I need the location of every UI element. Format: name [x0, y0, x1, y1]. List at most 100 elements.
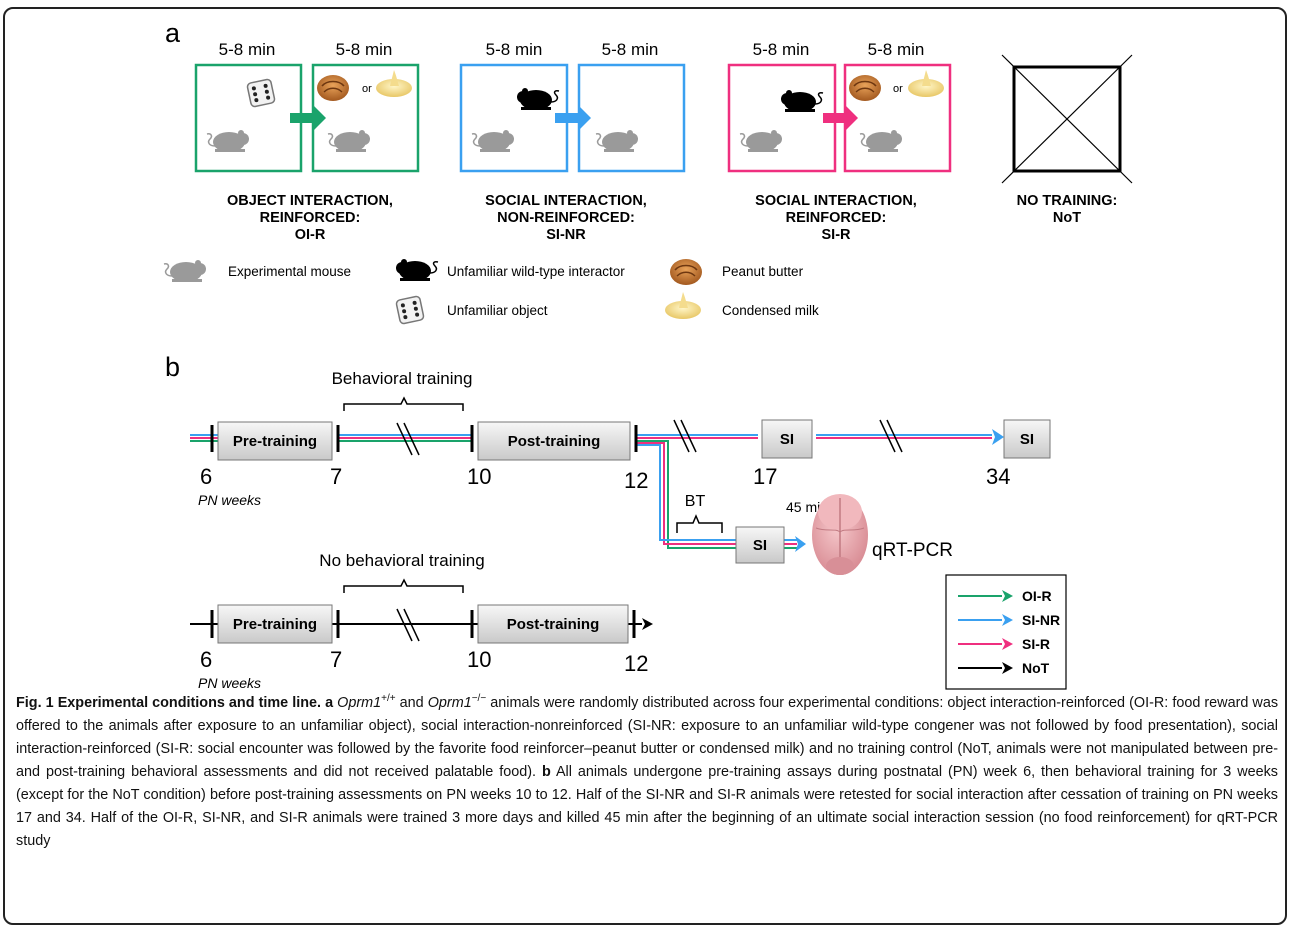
peanut-butter-icon: [848, 74, 882, 102]
peanut-butter-icon: [316, 74, 350, 102]
bt-label: BT: [685, 493, 706, 510]
legend-label: Unfamiliar object: [447, 303, 548, 318]
arena-box: [577, 63, 686, 173]
arrow-icon: [290, 106, 326, 130]
box-label: Post-training: [508, 433, 601, 450]
arena-box: [727, 63, 837, 173]
pn-weeks-label: PN weeks: [198, 675, 261, 690]
condition-title: NO TRAINING:: [1017, 193, 1118, 209]
arena-box: [459, 63, 569, 173]
week-label: 12: [624, 468, 648, 493]
legend-label: Condensed milk: [722, 303, 819, 318]
genotype-sup: +/+: [381, 693, 396, 705]
caption-panel-label: b: [541, 764, 551, 780]
figure-caption: Fig. 1 Experimental conditions and time …: [16, 692, 1278, 853]
break-marks: [396, 419, 903, 456]
condition-si-nr: 5-8 min 5-8 min SOCIAL INTERACTION, NON-…: [459, 40, 686, 243]
bracket-label: Behavioral training: [332, 369, 473, 388]
week-ticks: [210, 425, 638, 452]
object-icon: [246, 78, 276, 108]
condition-title: SOCIAL INTERACTION,: [485, 193, 647, 209]
or-label: or: [893, 83, 903, 95]
time-label: 5-8 min: [753, 40, 810, 59]
bt-bracket: [676, 514, 723, 533]
week-label: 12: [624, 651, 648, 676]
time-label: 45 min: [786, 499, 828, 515]
panel-b-label: b: [165, 352, 180, 382]
week-label: 6: [200, 647, 212, 672]
pre-training-box: Pre-training: [217, 421, 333, 461]
arrow-icon: [555, 106, 591, 130]
mouse-icon: [595, 129, 639, 153]
panel-b-legend: OI-R SI-NR SI-R NoT: [945, 574, 1067, 690]
si-box: SI: [1003, 419, 1051, 459]
week-label: 7: [330, 464, 342, 489]
condensed-milk-icon: [908, 70, 944, 97]
legend-label: NoT: [1022, 660, 1050, 676]
caption-title: Fig. 1 Experimental conditions and time …: [16, 695, 321, 711]
mouse-icon: [859, 129, 903, 153]
caption-text: and: [399, 695, 424, 711]
interactor-mouse-icon: [516, 87, 560, 111]
week-label: 6: [200, 464, 212, 489]
assay-label: qRT-PCR: [872, 540, 953, 561]
post-training-box: Post-training: [477, 421, 631, 461]
time-label: 5-8 min: [868, 40, 925, 59]
pre-training-box: Pre-training: [217, 604, 333, 644]
gene-name: Oprm1: [427, 695, 472, 711]
mouse-icon: [163, 259, 207, 283]
interactor-mouse-icon: [395, 258, 439, 282]
box-label: Pre-training: [233, 433, 317, 450]
time-label: 5-8 min: [219, 40, 276, 59]
time-label: 5-8 min: [336, 40, 393, 59]
time-label: 5-8 min: [486, 40, 543, 59]
condition-title: OI-R: [295, 227, 326, 243]
week-label: 10: [467, 647, 491, 672]
condition-not: NO TRAINING: NoT: [1001, 54, 1133, 226]
mouse-icon: [471, 129, 515, 153]
legend-label: SI-R: [1022, 636, 1050, 652]
condition-title: REINFORCED:: [260, 210, 361, 226]
arrow-icon: [823, 106, 858, 130]
peanut-butter-icon: [669, 258, 703, 286]
condition-oi-r: 5-8 min 5-8 min or OBJECT INTERACTION, R…: [194, 40, 420, 243]
condition-title: OBJECT INTERACTION,: [227, 193, 393, 209]
caption-panel-label: a: [325, 695, 334, 711]
caption-text: All animals undergone pre-training assay…: [16, 764, 1279, 849]
legend-label: Unfamiliar wild-type interactor: [447, 264, 625, 279]
mouse-icon: [206, 129, 250, 153]
figure-graphic: a 5-8 min 5-8 min or OBJECT INTERACTION,…: [163, 18, 1133, 690]
figure-frame: [3, 7, 1287, 925]
condition-title: REINFORCED:: [786, 210, 887, 226]
condition-title: NON-REINFORCED:: [497, 210, 635, 226]
interactor-mouse-icon: [780, 89, 824, 113]
week-label: 17: [753, 464, 777, 489]
bracket-label: No behavioral training: [319, 551, 484, 570]
genotype-sup: −/−: [471, 693, 487, 705]
bracket: [343, 396, 464, 411]
post-training-box: Post-training: [477, 604, 629, 644]
gene-name: Oprm1: [337, 695, 382, 711]
arrow-head: [992, 429, 1004, 445]
object-icon: [395, 295, 425, 325]
week-label: 10: [467, 464, 491, 489]
condition-title: NoT: [1053, 210, 1081, 226]
si-box: SI: [761, 419, 813, 459]
box-label: Post-training: [507, 616, 600, 633]
pn-weeks-label: PN weeks: [198, 492, 261, 508]
legend-label: SI-NR: [1022, 612, 1060, 628]
mouse-icon: [327, 129, 371, 153]
week-label: 7: [330, 647, 342, 672]
or-label: or: [362, 83, 372, 95]
mouse-icon: [739, 129, 783, 153]
week-labels: 6 7 10 12: [200, 647, 648, 676]
week-labels: 6 7 10 12 17 34: [200, 464, 1010, 493]
box-label: SI: [1020, 431, 1034, 448]
week-label: 34: [986, 464, 1010, 489]
si-box: SI: [735, 526, 785, 564]
arena-box: [194, 63, 303, 173]
condensed-milk-icon: [376, 70, 412, 97]
legend-label: Experimental mouse: [228, 264, 351, 279]
bracket: [343, 578, 464, 593]
box-label: SI: [780, 431, 794, 448]
